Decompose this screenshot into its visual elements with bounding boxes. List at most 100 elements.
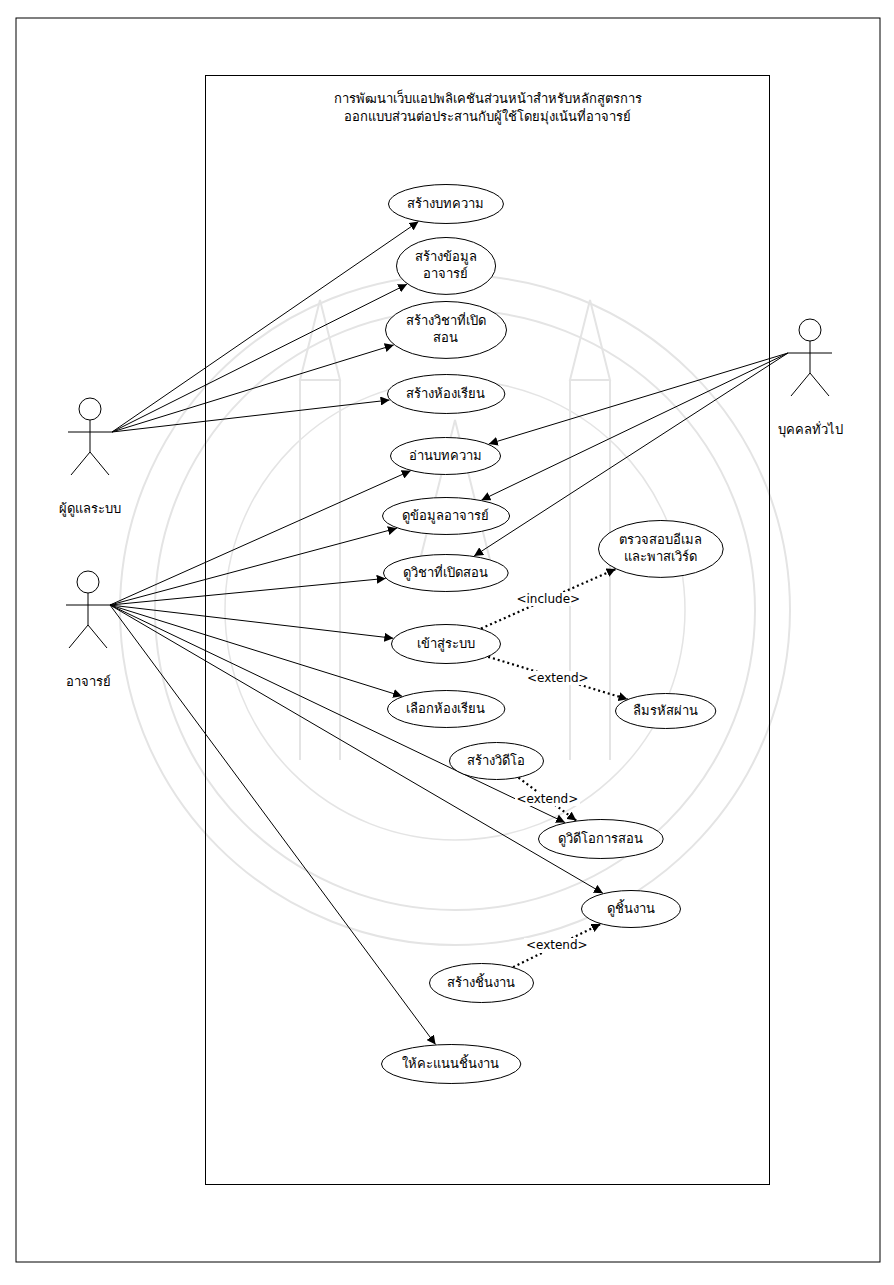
dependency-line [513, 924, 600, 967]
use-case-text: อ่านบทความ [409, 448, 482, 465]
association-line [489, 353, 788, 444]
use-case: ลืมรหัสผ่าน [615, 693, 716, 729]
actor-body [68, 420, 112, 475]
association-line [110, 605, 565, 823]
actor-label: อาจารย์ [66, 671, 111, 692]
seal-ring [155, 310, 755, 910]
association-line [110, 605, 603, 893]
actor-body [66, 593, 110, 648]
use-case-outline [429, 964, 533, 1003]
use-case-text: ดูวิดีโอการสอน [558, 831, 643, 848]
use-case-text: ลืมรหัสผ่าน [633, 703, 698, 720]
association-line [110, 605, 393, 638]
actor-head [799, 319, 821, 341]
actor-head [77, 571, 99, 593]
actor: บุคคลทั่วไป [755, 318, 865, 440]
use-case: สร้างห้องเรียน [387, 374, 505, 414]
use-case-text-box: ดูวิชาที่เปิดสอน [403, 565, 488, 582]
use-case: เลือกห้องเรียน [387, 690, 505, 728]
actor-figure [63, 570, 113, 650]
use-case-outline [385, 302, 506, 359]
edge-label: <extend> [524, 938, 590, 952]
association-line [110, 471, 411, 605]
use-case-text-box: ดูวิดีโอการสอน [558, 831, 643, 848]
use-case-text: เลือกห้องเรียน [406, 701, 485, 718]
use-case-outline [616, 694, 716, 729]
system-title: การพัฒนาเว็บแอปพลิเคชันส่วนหน้าสำหรับหลั… [333, 90, 643, 125]
use-case-text: สร้างห้องเรียน [406, 386, 485, 403]
use-case-text: สร้างวิชาที่เปิด สอน [405, 313, 487, 347]
use-case-text-box: สร้างวิชาที่เปิด สอน [405, 313, 487, 347]
use-case-outline [381, 1045, 520, 1084]
use-case-outline [384, 555, 509, 592]
use-case-text-box: ดูข้อมูลอาจารย์ [402, 508, 489, 525]
use-case-text-box: สร้างข้อมูล อาจารย์ [414, 249, 478, 283]
use-case-text: สร้างบทความ [407, 196, 484, 213]
use-case-text-box: สร้างชิ้นงาน [447, 975, 515, 992]
use-case-outline [391, 438, 501, 475]
use-case: ให้คะแนนชิ้นงาน [381, 1044, 521, 1084]
use-case-text: ตรวจสอบอีเมล และพาสเวิร์ด [618, 532, 703, 566]
association-line [110, 605, 402, 696]
use-case-outline [382, 498, 509, 535]
association-line [110, 578, 386, 605]
use-case-text: สร้างข้อมูล อาจารย์ [414, 249, 478, 283]
use-case-outline [582, 891, 681, 928]
edge-label: <include> [514, 592, 582, 606]
use-case-outline [449, 743, 543, 780]
use-case-text-box: สร้างห้องเรียน [406, 386, 485, 403]
use-case-outline [396, 238, 495, 295]
edge-label: <extend> [525, 671, 591, 685]
seal-motif [300, 300, 610, 560]
association-line [110, 528, 397, 605]
actor-label: บุคคลทั่วไป [778, 419, 843, 440]
use-case: สร้างบทความ [388, 184, 504, 224]
watermark-seal [120, 275, 790, 945]
use-case-text-box: ลืมรหัสผ่าน [633, 703, 698, 720]
association-line [112, 222, 418, 432]
use-case-text: ดูวิชาที่เปิดสอน [403, 565, 488, 582]
page-frame [16, 18, 880, 1262]
system-boundary: การพัฒนาเว็บแอปพลิเคชันส่วนหน้าสำหรับหลั… [205, 75, 770, 1185]
use-case: สร้างชิ้นงาน [429, 963, 534, 1003]
use-case-text: ให้คะแนนชิ้นงาน [402, 1056, 499, 1073]
use-case-text-box: สร้างบทความ [407, 196, 484, 213]
association-line [481, 353, 788, 500]
actor-head [79, 398, 101, 420]
use-case: ตรวจสอบอีเมล และพาสเวิร์ด [598, 520, 724, 578]
seal-ring [225, 380, 685, 840]
use-case-outline [392, 625, 501, 664]
association-line [112, 345, 394, 432]
edge-label: <extend> [515, 792, 581, 806]
actor-body [788, 341, 832, 396]
use-case: อ่านบทความ [390, 437, 501, 475]
actor-figure [785, 318, 835, 398]
use-case-text-box: เข้าสู่ระบบ [417, 636, 475, 653]
use-case: สร้างวิดีโอ [449, 742, 544, 780]
use-case: ดูวิชาที่เปิดสอน [383, 554, 509, 592]
use-case-text-box: สร้างวิดีโอ [467, 753, 525, 770]
use-case-text-box: ดูชิ้นงาน [607, 901, 655, 918]
use-case-text-box: ตรวจสอบอีเมล และพาสเวิร์ด [618, 532, 703, 566]
association-line [112, 284, 407, 432]
association-line [112, 400, 390, 432]
use-case: เข้าสู่ระบบ [391, 624, 501, 664]
use-case-text: สร้างชิ้นงาน [447, 975, 515, 992]
actor-figure [65, 397, 115, 477]
use-case: ดูชิ้นงาน [581, 890, 681, 928]
use-case-text-box: อ่านบทความ [409, 448, 482, 465]
use-case-outline [387, 375, 504, 414]
seal-motif [300, 380, 610, 760]
dependency-line [488, 657, 627, 699]
use-case-outline [599, 521, 724, 578]
use-case-text-box: ให้คะแนนชิ้นงาน [402, 1056, 499, 1073]
association-line [110, 605, 436, 1044]
actor: อาจารย์ [33, 570, 143, 692]
use-case-text: สร้างวิดีโอ [467, 753, 525, 770]
seal-ring [120, 275, 790, 945]
actor-label: ผู้ดูแลระบบ [59, 498, 121, 519]
actor: ผู้ดูแลระบบ [35, 397, 145, 519]
use-case-text-box: เลือกห้องเรียน [406, 701, 485, 718]
use-case-text: ดูข้อมูลอาจารย์ [402, 508, 489, 525]
